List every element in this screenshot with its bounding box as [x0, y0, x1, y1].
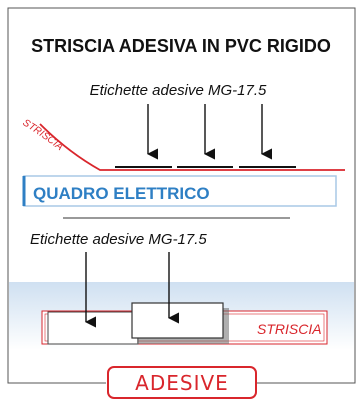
bottom-label: Etichette adesive MG-17.5	[30, 231, 207, 248]
raised-label	[131, 302, 224, 339]
page-title: STRISCIA ADESIVA IN PVC RIGIDO	[31, 36, 331, 56]
flat-label	[47, 311, 139, 345]
striscia-curve-line	[39, 123, 345, 171]
adesive-badge	[107, 366, 257, 399]
quadro-label: QUADRO ELETTRICO	[33, 184, 210, 203]
top-label: Etichette adesive MG-17.5	[90, 82, 267, 99]
adesive-badge-label: ADESIVE	[135, 371, 229, 395]
striscia-box-label: STRISCIA	[257, 321, 322, 337]
